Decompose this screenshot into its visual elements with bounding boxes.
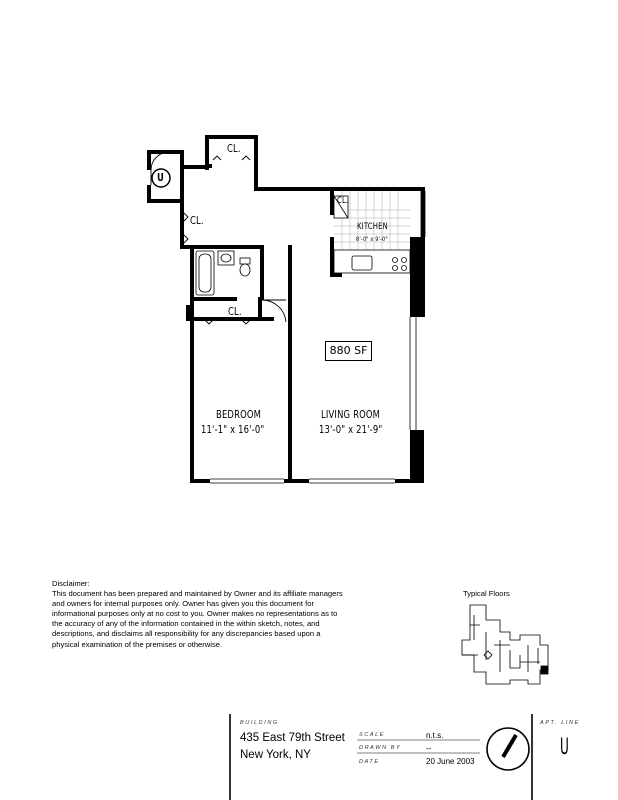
wall <box>254 135 258 191</box>
drawn-by-value: -- <box>426 744 432 753</box>
wall <box>288 245 292 483</box>
entry-door <box>150 151 170 171</box>
wall <box>190 297 237 301</box>
wall <box>147 150 151 170</box>
toilet <box>239 257 251 265</box>
wall <box>205 135 209 170</box>
stove-burner <box>392 257 398 263</box>
address-line-2: New York, NY <box>240 749 311 761</box>
north-arrow <box>486 727 530 771</box>
wall <box>180 165 209 169</box>
living-room-dims: 13'-0" x 21'-9" <box>319 423 383 436</box>
apt-marker-label: U <box>157 171 165 184</box>
wall <box>194 317 274 321</box>
wall <box>147 185 151 203</box>
wall <box>421 187 425 237</box>
disclaimer: Disclaimer: This document has been prepa… <box>52 579 412 650</box>
wall <box>205 135 258 139</box>
wall <box>330 237 334 277</box>
apt-marker-circle <box>151 168 171 188</box>
wall <box>410 430 424 483</box>
disclaimer-line: descriptions, and disclaims all responsi… <box>52 629 321 639</box>
wall <box>258 297 262 321</box>
disclaimer-heading: Disclaimer: <box>52 579 90 588</box>
wall <box>180 245 190 249</box>
wall <box>180 150 184 203</box>
wall <box>147 199 184 203</box>
wall <box>395 479 424 483</box>
living-room-label: LIVING ROOM <box>321 408 381 421</box>
kitchen-dims: 8'-0" x 9'-0" <box>356 235 388 243</box>
wall <box>284 479 309 483</box>
date-caption: DATE <box>359 759 380 765</box>
disclaimer-line: and owners for internal purposes only. O… <box>52 599 314 609</box>
key-plan-label: Typical Floors <box>463 589 510 598</box>
apt-line-value: U <box>560 735 569 760</box>
scale-caption: SCALE <box>359 732 386 738</box>
building-caption: BUILDING <box>240 720 279 726</box>
wall <box>254 187 334 191</box>
wall <box>190 317 194 483</box>
closet-label: CL. <box>228 305 242 318</box>
area-label: 880 SF <box>329 344 368 357</box>
scale-value: n.t.s. <box>426 731 444 740</box>
wall <box>186 305 194 321</box>
key-plan <box>461 604 549 685</box>
wall <box>330 273 342 277</box>
wall <box>190 245 264 249</box>
wall <box>190 245 194 305</box>
wall <box>190 479 210 483</box>
wall <box>330 187 334 215</box>
closet-label: CL. <box>337 196 349 206</box>
disclaimer-line: the accuracy of any of the information c… <box>52 619 320 629</box>
closet-label: CL. <box>227 142 241 155</box>
area-box: 880 SF <box>325 341 372 361</box>
bedroom-label: BEDROOM <box>216 408 262 421</box>
kitchen-label: KITCHEN <box>357 222 388 232</box>
disclaimer-line: This document has been prepared and main… <box>52 589 343 599</box>
wall <box>180 199 184 249</box>
wall <box>330 187 425 191</box>
drawn-by-caption: DRAWN BY <box>359 745 402 751</box>
kitchen-sink <box>351 255 373 271</box>
closet-label: CL. <box>190 214 204 227</box>
disclaimer-line: physical examination of the premises or … <box>52 639 223 649</box>
wall <box>410 237 425 317</box>
address-line-1: 435 East 79th Street <box>240 732 345 744</box>
bedroom-dims: 11'-1" x 16'-0" <box>201 423 265 436</box>
date-value: 20 June 2003 <box>426 757 475 766</box>
wall <box>260 245 264 300</box>
disclaimer-line: informational purposes only at no cost t… <box>52 609 338 619</box>
apt-line-caption: APT. LINE <box>540 720 580 726</box>
